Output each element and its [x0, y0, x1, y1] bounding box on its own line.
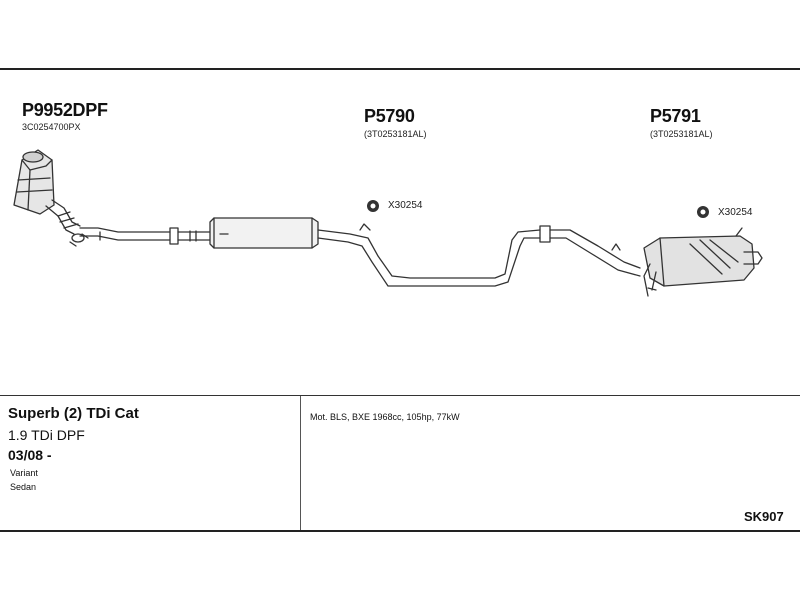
clamp-label-middle: X30254 [388, 200, 423, 211]
dpf-unit [13, 149, 89, 247]
clamp-label-rear: X30254 [718, 207, 753, 218]
vehicle-model: Superb (2) TDi Cat [8, 405, 139, 422]
info-column-divider [300, 396, 301, 530]
vehicle-engine: 1.9 TDi DPF [8, 427, 85, 443]
dpf-part-number: P9952DPF [22, 100, 108, 120]
middle-part-number: P5790 [364, 106, 415, 126]
body-type-sedan: Sedan [10, 482, 37, 492]
body-type-variant: Variant [10, 468, 38, 478]
motor-spec: Mot. BLS, BXE 1968cc, 105hp, 77kW [310, 412, 460, 422]
clamp-icon-rear [697, 206, 709, 218]
clamp-icon-middle [367, 200, 379, 212]
kit-reference: SK907 [744, 509, 784, 524]
rear-silencer [643, 227, 763, 297]
rear-part-number: P5791 [650, 106, 701, 126]
middle-oem-number: (3T0253181AL) [364, 129, 427, 139]
info-divider [0, 395, 800, 396]
diagram-frame [0, 68, 800, 532]
vehicle-years: 03/08 - [8, 447, 52, 463]
rear-oem-number: (3T0253181AL) [650, 129, 713, 139]
middle-silencer [209, 217, 319, 249]
dpf-oem-number: 3C0254700PX [22, 122, 81, 132]
